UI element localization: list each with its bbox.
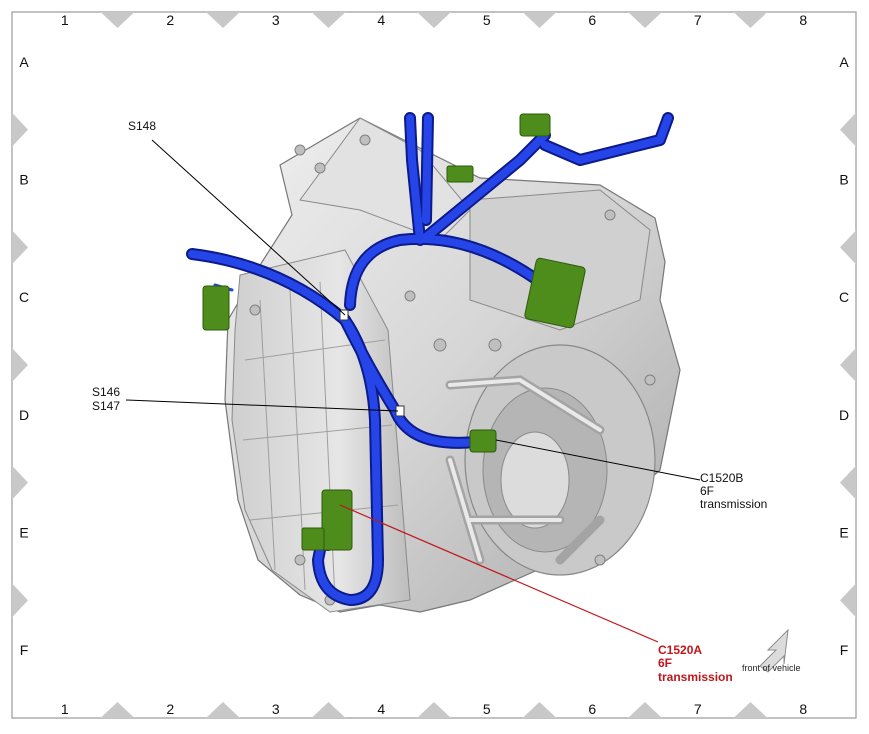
- row-label-left: C: [19, 289, 29, 305]
- column-label-top: 7: [694, 12, 702, 28]
- connector-c1520b: [469, 429, 497, 453]
- column-label-bottom: 7: [694, 701, 702, 717]
- wiring-harness: [186, 112, 674, 606]
- frame-tick: [840, 348, 856, 382]
- column-label-bottom: 1: [61, 701, 69, 717]
- column-label-top: 3: [272, 12, 280, 28]
- front-of-vehicle-indicator: front of vehicle: [742, 628, 801, 673]
- leader-lines: [125, 139, 701, 643]
- frame-tick: [628, 12, 662, 28]
- label-c1520b-type: 6F: [700, 484, 714, 498]
- frame-tick: [733, 12, 768, 28]
- column-label-top: 5: [483, 12, 491, 28]
- column-labels: 1 1 2 2 3 3 4 4 5 5 6 6 7 7 8 8: [61, 12, 808, 717]
- label-s146: S146: [92, 385, 120, 399]
- arrow-icon: [759, 628, 789, 673]
- label-s148: S148: [128, 119, 156, 133]
- splice-s148-marker: [339, 309, 349, 321]
- row-label-left: F: [20, 642, 29, 658]
- frame-tick: [733, 702, 768, 718]
- connector-right: [524, 257, 586, 329]
- column-label-bottom: 8: [799, 701, 807, 717]
- row-label-right: F: [840, 642, 849, 658]
- column-label-top: 1: [61, 12, 69, 28]
- frame-tick: [417, 12, 451, 28]
- frame-tick: [840, 112, 856, 147]
- row-labels: A A B B C C D D E E F F: [19, 54, 849, 658]
- frame-tick: [840, 230, 856, 265]
- frame-tick: [311, 12, 346, 28]
- frame-tick: [12, 583, 28, 618]
- frame-tick: [206, 702, 240, 718]
- column-label-top: 4: [377, 12, 385, 28]
- row-label-right: B: [839, 172, 848, 188]
- label-c1520b-desc: transmission: [700, 497, 767, 511]
- frame-ticks: [12, 12, 856, 718]
- column-label-top: 2: [166, 12, 174, 28]
- frame-tick: [628, 702, 662, 718]
- frame-tick: [840, 583, 856, 618]
- row-label-left: B: [19, 172, 28, 188]
- frame-tick: [12, 112, 28, 147]
- column-label-top: 6: [588, 12, 596, 28]
- row-label-left: E: [19, 525, 28, 541]
- label-s147: S147: [92, 399, 120, 413]
- frame-tick: [12, 230, 28, 265]
- connector-c1520a-plug: [301, 527, 325, 551]
- row-label-right: C: [839, 289, 849, 305]
- connector-top-small: [446, 165, 474, 183]
- frame-tick: [417, 702, 451, 718]
- row-label-left: A: [19, 54, 29, 70]
- row-label-right: E: [839, 525, 848, 541]
- column-label-bottom: 5: [483, 701, 491, 717]
- row-label-left: D: [19, 407, 29, 423]
- frame-tick: [522, 702, 557, 718]
- column-label-bottom: 3: [272, 701, 280, 717]
- connector-top: [519, 113, 551, 137]
- column-label-top: 8: [799, 12, 807, 28]
- frame-tick: [100, 12, 135, 28]
- connectors: [202, 113, 586, 551]
- label-c1520a-id: C1520A: [658, 643, 702, 657]
- frame-tick: [522, 12, 557, 28]
- connector-c1520a: [321, 489, 353, 551]
- column-label-bottom: 4: [377, 701, 385, 717]
- column-label-bottom: 6: [588, 701, 596, 717]
- connector-left: [202, 285, 230, 331]
- transmission-illustration: [224, 117, 681, 613]
- column-label-bottom: 2: [166, 701, 174, 717]
- frame-tick: [12, 465, 28, 500]
- frame-tick: [840, 465, 856, 500]
- label-c1520a-desc: transmission: [658, 670, 733, 684]
- frame-tick: [206, 12, 240, 28]
- label-c1520a-type: 6F: [658, 656, 672, 670]
- row-label-right: A: [839, 54, 849, 70]
- label-c1520b-id: C1520B: [700, 471, 743, 485]
- frame-tick: [311, 702, 346, 718]
- front-of-vehicle-label: front of vehicle: [742, 663, 801, 673]
- frame-tick: [100, 702, 135, 718]
- row-label-right: D: [839, 407, 849, 423]
- frame-tick: [12, 348, 28, 382]
